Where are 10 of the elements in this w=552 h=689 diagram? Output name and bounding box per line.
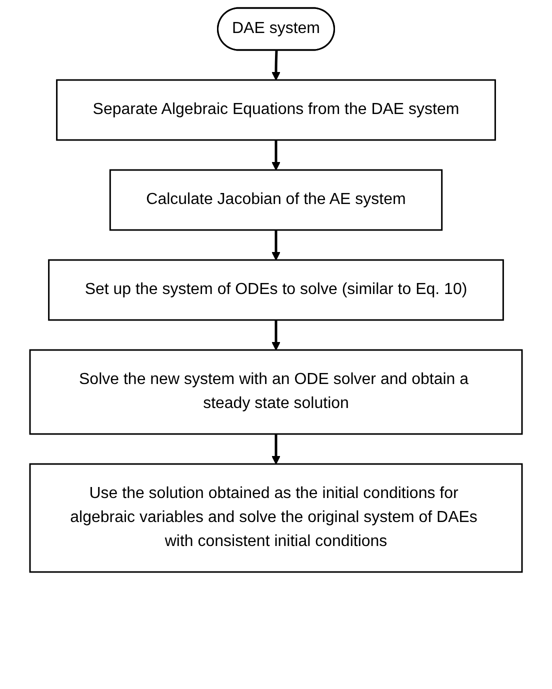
node-box: Calculate Jacobian of the AE system <box>109 169 443 231</box>
arrow <box>272 140 280 170</box>
arrow <box>272 50 280 80</box>
node-box: Use the solution obtained as the initial conditions for algebraic variables and solve the original system of DAEs with consistent initial conditions <box>29 463 523 573</box>
node-box: Set up the system of ODEs to solve (similar to Eq. 10) <box>48 259 504 321</box>
node-box: Separate Algebraic Equations from the DAE system <box>56 79 496 141</box>
arrow <box>272 434 280 464</box>
arrow <box>272 320 280 350</box>
arrow <box>272 230 280 260</box>
node-box: Solve the new system with an ODE solver and obtain a steady state solution <box>29 349 523 435</box>
